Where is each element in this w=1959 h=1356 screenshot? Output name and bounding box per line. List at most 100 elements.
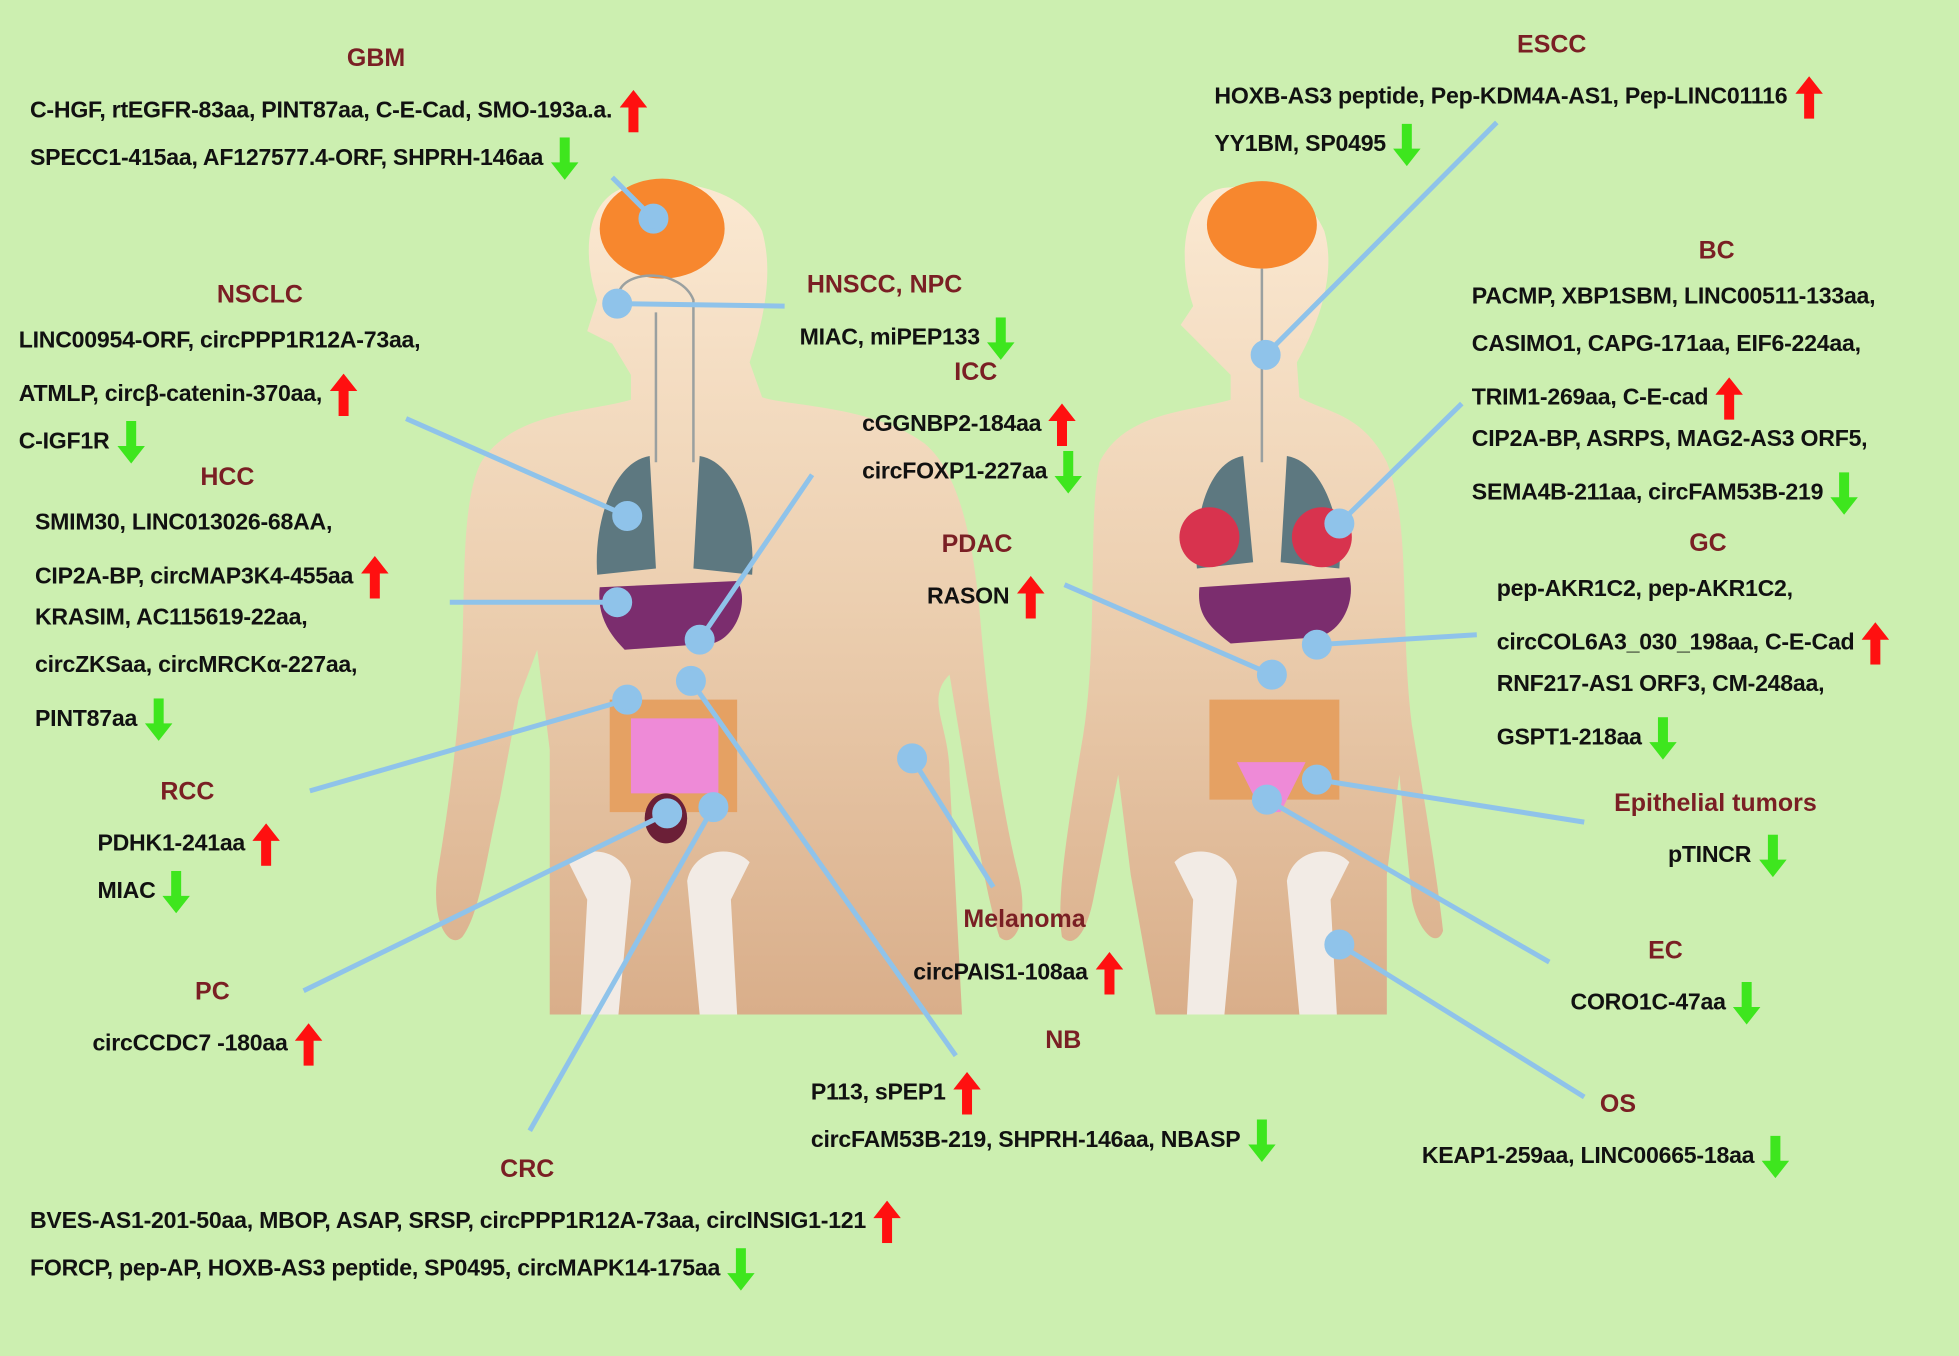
peptide-list: SMIM30, LINC013026-68AA, — [34, 508, 333, 535]
hcc-peptide-line: circZKSaa, circMRCKα-227aa, — [35, 651, 357, 678]
arrow-down-icon — [550, 137, 579, 180]
arrow-up-icon — [1794, 76, 1823, 119]
escc-title: ESCC — [1517, 31, 1587, 59]
melanoma-title: Melanoma — [963, 905, 1086, 934]
nb-peptide-line: P113, sPEP1 — [810, 1071, 981, 1115]
icc-title: ICC — [954, 358, 998, 387]
hcc-peptide-line: KRASIM, AC115619-22aa, — [35, 603, 308, 630]
peptide-list: circCCDC7 -180aa — [92, 1029, 288, 1056]
crc-peptide-line: FORCP, pep-AP, HOXB-AS3 peptide, SP0495,… — [29, 1248, 756, 1291]
peptide-list: circPAIS1-108aa — [913, 958, 1088, 985]
arrow-up-icon — [1016, 575, 1045, 619]
pc-title: PC — [195, 978, 230, 1006]
arrow-down-icon — [1830, 472, 1859, 515]
peptide-list: PDHK1-241aa — [97, 829, 246, 856]
rcc-peptide-line: PDHK1-241aa — [97, 823, 281, 866]
peptide-list: SEMA4B-211aa, circFAM53B-219 — [1471, 478, 1824, 505]
peptide-list: cGGNBP2-184aa — [862, 409, 1042, 436]
gbm-peptide-line: SPECC1-415aa, AF127577.4-ORF, SHPRH-146a… — [29, 137, 579, 180]
peptide-list: C-HGF, rtEGFR-83aa, PINT87aa, C-E-Cad, S… — [29, 96, 613, 123]
peptide-list: FORCP, pep-AP, HOXB-AS3 peptide, SP0495,… — [29, 1254, 721, 1281]
peptide-list: ATMLP, circβ-catenin-370aa, — [18, 379, 323, 406]
peptide-list: C-IGF1R — [18, 427, 110, 454]
arrow-down-icon — [1649, 717, 1677, 760]
breast-tumor-icon — [1179, 507, 1240, 568]
arrow-down-icon — [144, 698, 173, 741]
nb-title: NB — [1045, 1027, 1082, 1055]
escc-peptide-line: YY1BM, SP0495 — [1214, 123, 1421, 167]
bc-title: BC — [1698, 237, 1735, 265]
connectors — [302, 120, 1586, 1132]
peptide-list: circFAM53B-219, SHPRH-146aa, NBASP — [810, 1125, 1241, 1152]
arrow-up-icon — [1095, 952, 1123, 995]
nsclc-title: NSCLC — [216, 281, 303, 309]
hcc-peptide-line: CIP2A-BP, circMAP3K4-455aa — [34, 555, 389, 599]
peptide-list: CORO1C-47aa — [1570, 988, 1726, 1015]
os-peptide-line: KEAP1-259aa, LINC00665-18aa — [1421, 1135, 1790, 1179]
hcc-title: HCC — [200, 463, 255, 492]
peptide-list: GSPT1-218aa — [1496, 723, 1642, 750]
arrow-up-icon — [953, 1071, 981, 1115]
arrow-down-icon — [1393, 123, 1421, 167]
gc-peptide-line: pep-AKR1C2, pep-AKR1C2, — [1497, 575, 1793, 602]
arrow-up-icon — [1715, 377, 1744, 420]
arrow-up-icon — [252, 823, 281, 866]
femur-bones-icon — [568, 851, 750, 1015]
peptide-list: PINT87aa — [34, 704, 138, 731]
peptide-list: pep-AKR1C2, pep-AKR1C2, — [1496, 574, 1793, 601]
peptide-list: YY1BM, SP0495 — [1214, 129, 1386, 157]
crc-peptide-line: BVES-AS1-201-50aa, MBOP, ASAP, SRSP, cir… — [29, 1200, 902, 1244]
peptide-list: MIAC — [97, 876, 156, 904]
arrow-up-icon — [1048, 403, 1077, 447]
arrow-down-icon — [116, 421, 145, 464]
arrow-down-icon — [727, 1248, 756, 1291]
brain-icon — [1206, 181, 1317, 269]
arrow-up-icon — [329, 373, 357, 417]
arrow-up-icon — [360, 555, 389, 599]
pdac-title: PDAC — [941, 530, 1013, 559]
nb-peptide-line: circFAM53B-219, SHPRH-146aa, NBASP — [810, 1119, 1276, 1162]
arrow-up-icon — [1861, 622, 1890, 665]
arrow-up-icon — [873, 1200, 902, 1244]
arrow-down-icon — [1247, 1119, 1276, 1162]
bc-peptide-line: SEMA4B-211aa, circFAM53B-219 — [1471, 472, 1859, 515]
escc-peptide-line: HOXB-AS3 peptide, Pep-KDM4A-AS1, Pep-LIN… — [1214, 76, 1823, 119]
nsclc-peptide-line: LINC00954-ORF, circPPP1R12A-73aa, — [19, 326, 421, 353]
melanoma-peptide-line: circPAIS1-108aa — [913, 952, 1123, 995]
ec-peptide-line: CORO1C-47aa — [1570, 982, 1761, 1025]
epithelial-title: Epithelial tumors — [1614, 789, 1817, 818]
peptide-list: CIP2A-BP, circMAP3K4-455aa — [34, 562, 354, 589]
pc-peptide-line: circCCDC7 -180aa — [92, 1023, 323, 1066]
epithelial-peptide-line: pTINCR — [1668, 834, 1787, 878]
arrow-down-icon — [1054, 451, 1083, 494]
peptide-list: RASON — [927, 582, 1010, 609]
arrow-down-icon — [987, 317, 1015, 360]
bc-peptide-line: TRIM1-269aa, C-E-cad — [1472, 377, 1744, 420]
peptide-list: P113, sPEP1 — [810, 1078, 946, 1105]
peptide-list: circZKSaa, circMRCKα-227aa, — [34, 650, 358, 678]
peptide-list: circCOL6A3_030_198aa, C-E-Cad — [1496, 628, 1855, 655]
femur-bones-icon — [1174, 851, 1350, 1015]
arrow-down-icon — [163, 870, 191, 914]
arrow-up-icon — [619, 89, 648, 133]
arrow-down-icon — [1758, 834, 1787, 878]
icc-peptide-line: cGGNBP2-184aa — [862, 403, 1077, 447]
bc-peptide-line: CIP2A-BP, ASRPS, MAG2-AS3 ORF5, — [1472, 425, 1868, 452]
nsclc-peptide-line: C-IGF1R — [18, 421, 145, 464]
female-body — [1060, 181, 1444, 1015]
ec-title: EC — [1648, 937, 1683, 965]
peptide-list: SPECC1-415aa, AF127577.4-ORF, SHPRH-146a… — [29, 143, 544, 170]
gc-peptide-line: GSPT1-218aa — [1496, 717, 1677, 760]
arrow-down-icon — [1761, 1135, 1790, 1179]
gbm-peptide-line: C-HGF, rtEGFR-83aa, PINT87aa, C-E-Cad, S… — [29, 89, 648, 133]
hnscc-peptide-line: MIAC, miPEP133 — [800, 317, 1015, 360]
peptide-list: CIP2A-BP, ASRPS, MAG2-AS3 ORF5, — [1471, 424, 1868, 452]
gc-peptide-line: circCOL6A3_030_198aa, C-E-Cad — [1496, 622, 1890, 665]
peptide-list: BVES-AS1-201-50aa, MBOP, ASAP, SRSP, cir… — [29, 1206, 867, 1234]
os-title: OS — [1599, 1090, 1637, 1119]
peptide-list: KEAP1-259aa, LINC00665-18aa — [1421, 1141, 1755, 1169]
hcc-peptide-line: SMIM30, LINC013026-68AA, — [35, 509, 332, 536]
peptide-list: circFOXP1-227aa — [862, 457, 1048, 484]
